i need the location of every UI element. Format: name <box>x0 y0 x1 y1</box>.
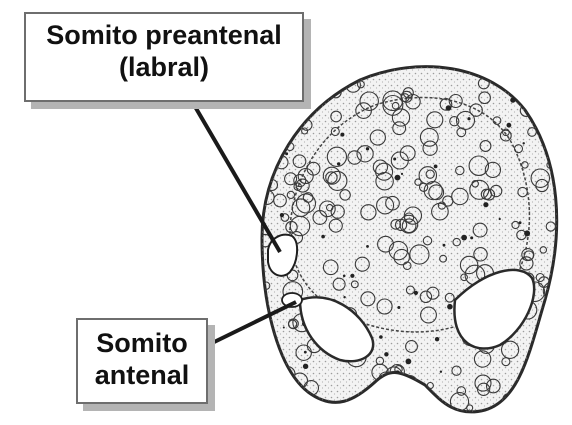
cell <box>259 137 274 152</box>
nucleus-dot <box>340 133 344 137</box>
nucleus-dot <box>303 364 308 369</box>
cell <box>548 295 556 303</box>
nucleus-dot <box>483 202 488 207</box>
nucleus-dot <box>321 235 325 239</box>
nucleus-dot <box>447 304 453 310</box>
nucleus-dot <box>280 213 284 217</box>
nucleus-dot <box>384 352 388 356</box>
cell <box>389 395 407 413</box>
nucleus-dot <box>366 245 369 248</box>
cell <box>536 337 555 356</box>
cell <box>259 400 274 415</box>
nucleus-dot <box>461 235 467 241</box>
nucleus-dot <box>401 173 403 175</box>
cell <box>545 355 562 372</box>
nucleus-dot <box>285 152 288 155</box>
nucleus-dot <box>350 274 354 278</box>
cell <box>357 399 374 416</box>
nucleus-dot <box>435 337 439 341</box>
nucleus-dot <box>395 175 401 181</box>
label-somito-antenal: Somito antenal <box>76 318 208 404</box>
cell <box>283 385 292 394</box>
nucleus-dot <box>393 158 396 161</box>
cell <box>270 385 290 405</box>
cell <box>535 70 545 80</box>
nucleus-dot <box>337 162 340 165</box>
nucleus-dot <box>366 147 369 150</box>
label-preantenal-line2: (labral) <box>26 52 302 84</box>
label-somito-preantenal: Somito preantenal (labral) <box>24 12 304 102</box>
cell <box>517 392 528 403</box>
nucleus-dot <box>519 221 522 224</box>
nucleus-dot <box>434 165 438 169</box>
cell <box>341 69 353 81</box>
nucleus-dot <box>470 236 473 239</box>
nucleus-dot <box>343 275 346 278</box>
cell <box>312 95 320 103</box>
nucleus-dot <box>524 230 530 236</box>
nucleus-dot <box>499 218 501 220</box>
label-antenal-line1: Somito <box>78 328 206 360</box>
cell <box>297 111 306 120</box>
cell <box>541 374 550 383</box>
nucleus-dot <box>406 359 412 365</box>
nucleus-dot <box>443 244 446 247</box>
cell <box>265 132 275 142</box>
cell <box>256 143 275 162</box>
label-antenal-line2: antenal <box>78 360 206 392</box>
label-preantenal-line1: Somito preantenal <box>26 20 302 52</box>
cell <box>305 67 323 85</box>
nucleus-dot <box>343 296 345 298</box>
nucleus-dot <box>283 327 285 329</box>
cell <box>264 336 276 348</box>
pointer-line-preantenal <box>190 98 280 252</box>
cell <box>527 103 536 112</box>
nucleus-dot <box>440 371 442 373</box>
cell <box>538 94 556 112</box>
nucleus-dot <box>467 117 470 120</box>
nucleus-dot <box>379 335 383 339</box>
cell <box>537 381 555 399</box>
cell <box>551 77 557 83</box>
nucleus-dot <box>446 105 452 111</box>
nucleus-dot <box>507 123 512 128</box>
nucleus-dot <box>523 142 525 144</box>
nucleus-dot <box>414 291 418 295</box>
nucleus-dot <box>397 306 400 309</box>
nucleus-dot <box>304 351 307 354</box>
cell <box>533 342 545 354</box>
